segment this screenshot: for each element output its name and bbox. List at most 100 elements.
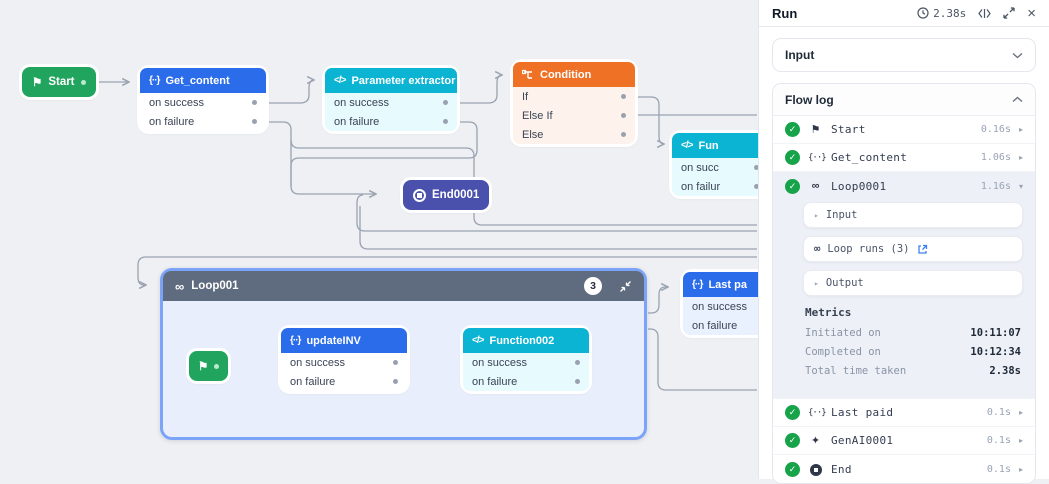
collapse-icon[interactable] [619,280,632,293]
braces-icon: {··} [808,152,827,163]
node-title: updateINV [306,334,361,347]
caret-down-icon[interactable]: ▾ [1018,181,1023,191]
input-section-label: Input [785,48,815,62]
end-stop-icon [808,463,823,476]
success-port[interactable] [754,165,759,170]
node-get-content[interactable]: {··} Get_content on success on failure [140,68,266,131]
braces-icon: {··} [808,407,827,418]
metric-label: Completed on [805,346,881,358]
node-title: Condition [540,68,592,81]
flag-icon: ⚑ [32,77,43,89]
node-updateinv[interactable]: {··} updateINV on success on failure [281,328,407,391]
row-on-failure: on failure [334,115,380,128]
flow-log-label: Flow log [785,92,834,107]
log-label: Start [831,123,866,136]
log-row-genai0001[interactable]: ✓ ✦ GenAI0001 0.1s ▸ [773,427,1035,455]
success-check-icon: ✓ [785,461,800,477]
log-duration: 0.1s [986,407,1011,418]
loop-runs-card[interactable]: ∞ Loop runs (3) [803,236,1023,262]
chevron-up-icon[interactable] [1012,96,1023,103]
success-check-icon: ✓ [785,150,800,165]
success-port[interactable] [443,100,448,105]
log-label: GenAI0001 [831,434,894,447]
log-row-end[interactable]: ✓ End 0.1s ▸ [773,455,1035,483]
expand-icon[interactable] [1003,7,1015,19]
success-port[interactable] [252,100,257,105]
row-on-success: on succ [681,161,719,174]
node-title: Parameter extractor [351,74,456,87]
loop-output-label: Output [825,277,864,289]
node-parameter-extractor[interactable]: </> Parameter extractor on success on fa… [325,68,457,131]
node-start-label: Start [48,76,75,88]
node-loop-start[interactable]: ⚑ [189,351,229,381]
braces-icon: {··} [290,335,301,346]
caret-right-icon: ▸ [814,278,819,288]
log-row-loop0001[interactable]: ✓ ∞ Loop0001 1.16s ▾ [773,172,1035,200]
metric-value: 10:12:34 [970,346,1021,358]
node-loop001[interactable]: ∞ Loop001 3 ⚑ {··} updateINV on success … [160,268,647,440]
row-else: Else [522,128,544,141]
input-section[interactable]: Input [772,38,1036,72]
row-on-failure: on failure [472,375,518,388]
loop-input-card[interactable]: ▸ Input [803,202,1023,228]
metric-label: Initiated on [805,327,881,339]
caret-right-icon[interactable]: ▸ [1018,153,1023,162]
node-function[interactable]: </> Fun on succ on failur [672,133,768,196]
failure-port[interactable] [393,379,398,384]
success-port[interactable] [575,360,580,365]
flow-log-header[interactable]: Flow log [773,84,1035,116]
output-port[interactable] [214,363,220,369]
chevron-down-icon[interactable] [1012,52,1023,59]
row-on-success: on success [290,356,346,369]
failure-port[interactable] [754,184,759,189]
node-condition[interactable]: Condition If Else If Else [513,62,635,144]
row-if: If [522,90,529,103]
log-row-start[interactable]: ✓ ⚑ Start 0.16s ▸ [773,116,1035,144]
loop-output-card[interactable]: ▸ Output [803,270,1023,296]
else-port[interactable] [621,132,626,137]
else-if-port[interactable] [621,113,626,118]
caret-right-icon[interactable]: ▸ [1018,464,1023,474]
row-on-success: on success [472,356,528,369]
log-loop-expanded: ✓ ∞ Loop0001 1.16s ▾ ▸ Input ∞ Loop runs… [773,172,1035,399]
failure-port[interactable] [443,119,448,124]
log-duration: 0.1s [986,435,1011,446]
node-function002[interactable]: </> Function002 on success on failure [463,328,589,391]
if-port[interactable] [621,94,626,99]
flow-canvas[interactable]: ⚑ Start {··} Get_content on success on f… [0,0,775,479]
close-icon[interactable]: × [1027,4,1036,22]
panel-title: Run [772,5,798,21]
output-port[interactable] [80,79,86,85]
failure-port[interactable] [575,379,580,384]
row-on-failure: on failure [692,319,738,332]
row-on-failure: on failur [681,180,721,193]
success-port[interactable] [393,360,398,365]
log-duration: 0.1s [986,463,1011,475]
node-end0001[interactable]: End0001 [403,180,490,210]
failure-port[interactable] [252,119,257,124]
flag-icon: ⚑ [198,361,209,373]
infinity-icon: ∞ [814,243,821,255]
braces-icon: {··} [692,279,703,290]
caret-right-icon[interactable]: ▸ [1018,408,1023,417]
caret-right-icon[interactable]: ▸ [1018,436,1023,445]
log-label: End [831,462,852,476]
code-icon: </> [334,75,347,86]
node-title: Last pa [708,278,747,291]
row-on-failure: on failure [290,375,336,388]
code-view-icon[interactable] [978,8,991,19]
success-check-icon: ✓ [785,405,800,420]
external-link-icon[interactable] [917,244,928,255]
node-start[interactable]: ⚑ Start [22,67,96,97]
branch-icon [522,69,532,79]
loop-count-badge: 3 [584,277,602,295]
run-duration: 2.38s [917,7,966,20]
log-row-last-paid[interactable]: ✓ {··} Last paid 0.1s ▸ [773,399,1035,427]
log-duration: 0.16s [980,124,1011,135]
loop-title: Loop001 [191,280,239,292]
log-label: Get_content [831,151,908,164]
metric-label: Total time taken [805,365,907,377]
log-row-get-content[interactable]: ✓ {··} Get_content 1.06s ▸ [773,144,1035,172]
caret-right-icon[interactable]: ▸ [1018,125,1023,134]
infinity-icon: ∞ [811,180,820,192]
